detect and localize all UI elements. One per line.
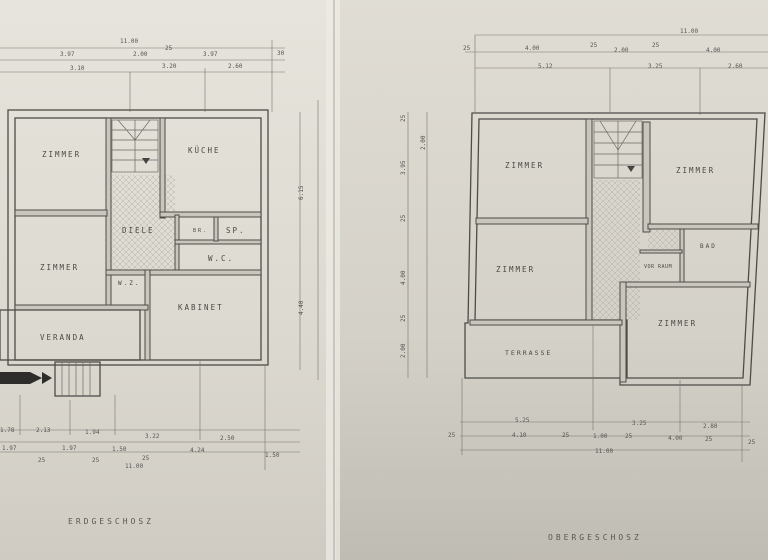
room-label: TERRASSE: [505, 349, 552, 357]
svg-text:11.00: 11.00: [125, 463, 143, 470]
svg-text:3.95: 3.95: [400, 160, 407, 175]
room-label: DIELE: [122, 226, 155, 235]
svg-text:11.00: 11.00: [680, 28, 698, 35]
svg-text:4.00: 4.00: [706, 47, 721, 54]
room-label: KABINET: [178, 303, 224, 312]
room-label: W.Z.: [118, 280, 140, 287]
svg-text:3.20: 3.20: [162, 63, 177, 70]
room-label: VOR RAUM: [644, 264, 672, 270]
svg-text:11.00: 11.00: [120, 38, 138, 45]
svg-text:1.97: 1.97: [62, 445, 77, 452]
svg-text:5.25: 5.25: [515, 417, 530, 424]
svg-text:25: 25: [165, 45, 173, 52]
svg-text:25: 25: [142, 455, 150, 462]
room-label: ZIMMER: [505, 161, 544, 170]
svg-text:25: 25: [748, 439, 756, 446]
svg-text:3.97: 3.97: [203, 51, 218, 58]
svg-text:25: 25: [400, 114, 407, 122]
svg-text:11.00: 11.00: [595, 448, 613, 455]
svg-text:4.00: 4.00: [400, 270, 407, 285]
svg-text:4.24: 4.24: [190, 447, 205, 454]
room-label: BR.: [193, 228, 208, 234]
svg-text:2.00: 2.00: [400, 343, 407, 358]
svg-text:2.60: 2.60: [728, 63, 743, 70]
svg-text:3.10: 3.10: [70, 65, 85, 72]
staircase: [593, 120, 643, 179]
svg-text:25: 25: [562, 432, 570, 439]
svg-text:25: 25: [400, 214, 407, 222]
svg-text:2.80: 2.80: [703, 423, 718, 430]
svg-text:6.15: 6.15: [298, 185, 305, 200]
svg-text:25: 25: [400, 314, 407, 322]
svg-text:2.60: 2.60: [228, 63, 243, 70]
room-label: ZIMMER: [658, 319, 697, 328]
svg-text:3.22: 3.22: [145, 433, 160, 440]
svg-text:4.00: 4.00: [525, 45, 540, 52]
svg-text:25: 25: [38, 457, 46, 464]
svg-text:25: 25: [448, 432, 456, 439]
svg-text:25: 25: [705, 436, 713, 443]
ground-floor-plan: 11.00 3.97 2.00 25 3.97 3.10 3.20 2.60 3…: [0, 38, 319, 526]
svg-text:2.00: 2.00: [420, 135, 427, 150]
staircase: [111, 119, 159, 173]
svg-text:25: 25: [652, 42, 660, 49]
sheet-title: ERDGESCHOSZ: [68, 517, 154, 526]
svg-text:25: 25: [92, 457, 100, 464]
svg-text:3.25: 3.25: [632, 420, 647, 427]
svg-text:1.50: 1.50: [112, 446, 127, 453]
svg-text:1.00: 1.00: [593, 433, 608, 440]
svg-text:25: 25: [590, 42, 598, 49]
room-label: VERANDA: [40, 333, 86, 342]
upper-floor-plan: 11.00 25 4.00 25 2.00 25 4.00 5.12 3.25 …: [400, 28, 768, 542]
room-label: BAD: [700, 243, 717, 250]
svg-text:1.97: 1.97: [2, 445, 17, 452]
room-label: W.C.: [208, 254, 234, 263]
svg-text:1.50: 1.50: [265, 452, 280, 459]
svg-text:3.25: 3.25: [648, 63, 663, 70]
page-fold: [326, 0, 340, 560]
room-label: ZIMMER: [676, 166, 715, 175]
svg-text:2.13: 2.13: [36, 427, 51, 434]
room-label: ZIMMER: [496, 265, 535, 274]
svg-text:25: 25: [463, 45, 471, 52]
svg-text:2.00: 2.00: [614, 47, 629, 54]
svg-text:1.78: 1.78: [0, 427, 15, 434]
left-sheet: [0, 0, 336, 560]
svg-text:4.00: 4.00: [668, 435, 683, 442]
svg-text:3.97: 3.97: [60, 51, 75, 58]
svg-text:25: 25: [625, 433, 633, 440]
room-label: ZIMMER: [42, 150, 81, 159]
entrance-steps: [0, 361, 101, 397]
svg-text:2.50: 2.50: [220, 435, 235, 442]
sheet-title: OBERGESCHOSZ: [548, 533, 642, 542]
svg-text:1.94: 1.94: [85, 429, 100, 436]
room-label: KÜCHE: [188, 146, 221, 155]
svg-text:5.12: 5.12: [538, 63, 553, 70]
room-label: ZIMMER: [40, 263, 79, 272]
svg-text:4.40: 4.40: [298, 300, 305, 315]
room-label: SP.: [226, 226, 246, 235]
svg-text:30: 30: [277, 50, 285, 57]
svg-text:4.10: 4.10: [512, 432, 527, 439]
svg-text:2.00: 2.00: [133, 51, 148, 58]
